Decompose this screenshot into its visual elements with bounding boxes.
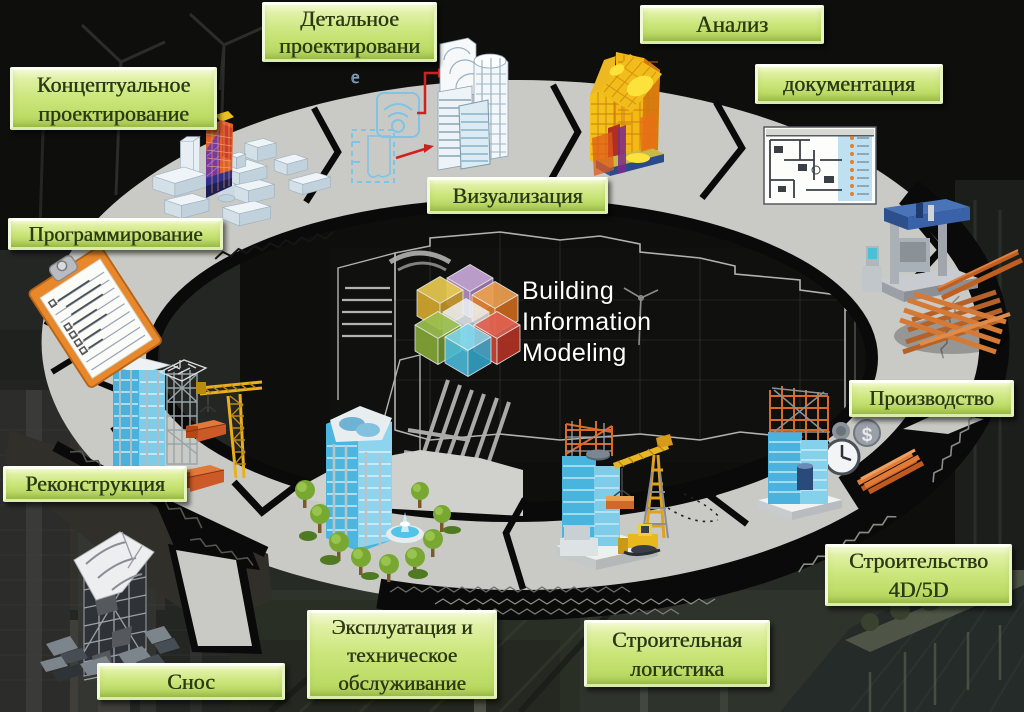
- svg-text:е: е: [351, 67, 359, 88]
- svg-text:$: $: [862, 425, 873, 446]
